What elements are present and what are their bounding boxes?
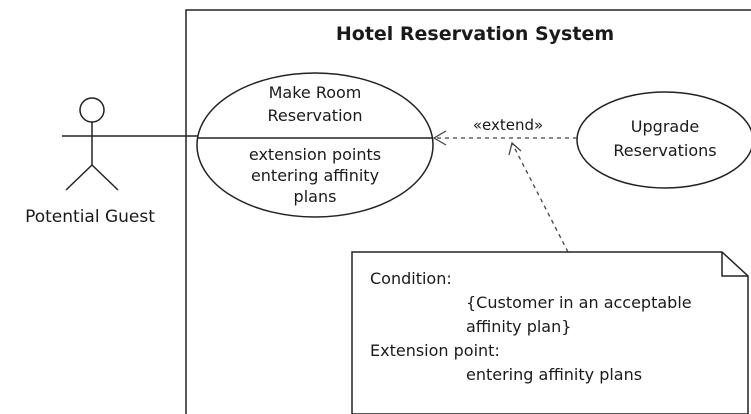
system-boundary <box>185 9 751 414</box>
actor-head <box>79 97 105 123</box>
make-reservation-name-line1: Make Room <box>269 83 362 102</box>
use-case-make-room-reservation <box>196 72 434 218</box>
actor-potential-guest <box>62 97 122 191</box>
actor-label: Potential Guest <box>25 207 155 227</box>
upgrade-name-line2: Reservations <box>613 141 716 160</box>
note-folded-corner <box>721 252 748 277</box>
note-anchor-arrowhead <box>508 141 522 156</box>
note-condition-label: Condition: <box>370 269 452 288</box>
actor-left-leg <box>65 164 93 191</box>
make-reservation-name-line2: Reservation <box>268 106 363 125</box>
upgrade-name-line1: Upgrade <box>631 117 699 136</box>
extend-stereotype: «extend» <box>473 116 543 134</box>
condition-note <box>351 251 749 414</box>
note-condition-line2: affinity plan} <box>466 317 571 336</box>
system-title: Hotel Reservation System <box>336 23 614 45</box>
use-case-upgrade-reservations <box>576 91 751 189</box>
extend-arrowhead <box>432 130 447 146</box>
note-extension-point-label: Extension point: <box>370 341 500 360</box>
extension-point-line2: plans <box>294 187 337 206</box>
extension-points-heading: extension points <box>249 145 381 164</box>
note-condition-line1: {Customer in an acceptable <box>466 293 692 312</box>
note-anchor-line <box>511 142 569 253</box>
note-extension-point-value: entering affinity plans <box>466 365 642 384</box>
extension-point-line1: entering affinity <box>251 166 379 185</box>
actor-right-leg <box>91 164 119 191</box>
